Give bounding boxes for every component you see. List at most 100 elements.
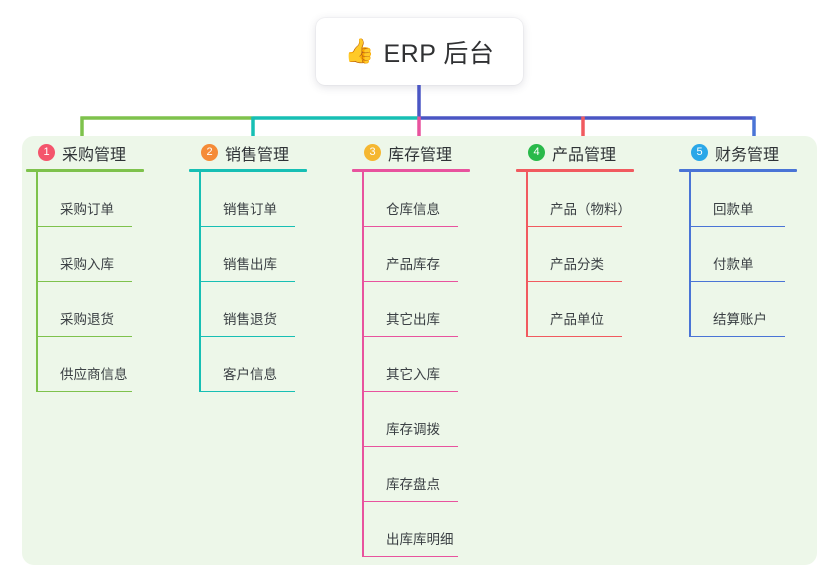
leaf-node[interactable]: 销售出库 (199, 227, 335, 282)
column-title-5: 财务管理 (715, 146, 780, 164)
leaf-node-rule (199, 225, 295, 227)
leaf-node[interactable]: 库存盘点 (362, 447, 498, 502)
leaf-node-label: 采购入库 (60, 257, 114, 272)
leaf-node[interactable]: 采购退货 (36, 282, 172, 337)
leaf-node-label: 产品库存 (386, 257, 440, 272)
leaf-node-rule (526, 225, 622, 227)
column-spine-4 (526, 172, 528, 337)
thumbs-up-emoji: 👍 (344, 37, 375, 65)
leaf-node[interactable]: 供应商信息 (36, 337, 172, 392)
column-header-1[interactable]: 1 采购管理 (22, 136, 172, 169)
leaf-node[interactable]: 其它入库 (362, 337, 498, 392)
column-spine-3 (362, 172, 364, 557)
leaf-node[interactable]: 采购订单 (36, 172, 172, 227)
leaf-node-rule (36, 225, 132, 227)
leaf-node[interactable]: 其它出库 (362, 282, 498, 337)
leaf-node[interactable]: 产品分类 (526, 227, 662, 282)
column-4: 4 产品管理产品（物料） 产品分类产品单位 (512, 136, 662, 337)
column-title-3: 库存管理 (388, 146, 453, 164)
leaf-node[interactable]: 回款单 (689, 172, 825, 227)
column-5: 5 财务管理回款单付款单结算账户 (675, 136, 825, 337)
column-header-rule-1 (26, 169, 144, 172)
column-2: 2 销售管理销售订单销售出库销售退货客户信息 (185, 136, 335, 392)
leaf-node-label: 客户信息 (223, 367, 277, 382)
leaf-node-rule (689, 280, 785, 282)
leaf-node-label: 回款单 (713, 202, 754, 217)
column-spine-1 (36, 172, 38, 392)
leaf-node-label: 销售退货 (223, 312, 277, 327)
leaf-node-label: 仓库信息 (386, 202, 440, 217)
leaf-node-rule (362, 445, 458, 447)
leaf-node[interactable]: 销售订单 (199, 172, 335, 227)
root-node-card[interactable]: 👍 ERP 后台 (316, 18, 523, 85)
column-title-2: 销售管理 (225, 146, 290, 164)
leaf-node-rule (526, 280, 622, 282)
leaf-node-label: 销售订单 (223, 202, 277, 217)
column-header-rule-5 (679, 169, 797, 172)
column-header-rule-4 (516, 169, 634, 172)
column-title-4: 产品管理 (552, 146, 617, 164)
leaf-node-rule (362, 500, 458, 502)
leaf-node[interactable]: 客户信息 (199, 337, 335, 392)
root-node-label: ERP 后台 (383, 39, 495, 68)
leaf-node-rule (362, 225, 458, 227)
leaf-node-rule (689, 225, 785, 227)
leaf-node-rule (36, 335, 132, 337)
column-header-4[interactable]: 4 产品管理 (512, 136, 662, 169)
leaf-node-label: 供应商信息 (60, 367, 128, 382)
leaf-node-rule (36, 390, 132, 392)
leaf-node-label: 产品（物料） (550, 202, 631, 217)
column-header-rule-3 (352, 169, 470, 172)
column-header-3[interactable]: 3 库存管理 (348, 136, 498, 169)
leaf-node[interactable]: 库存调拨 (362, 392, 498, 447)
leaf-node-label: 出库库明细 (386, 532, 454, 547)
leaf-node[interactable]: 仓库信息 (362, 172, 498, 227)
leaf-node-label: 库存盘点 (386, 477, 440, 492)
column-badge-5: 5 (691, 144, 708, 161)
leaf-node-rule (36, 280, 132, 282)
leaf-node-label: 结算账户 (713, 312, 767, 327)
leaf-node-rule (362, 280, 458, 282)
column-3: 3 库存管理仓库信息产品库存其它出库其它入库库存调拨库存盘点出库库明细 (348, 136, 498, 557)
column-items-1: 采购订单采购入库采购退货供应商信息 (36, 172, 172, 392)
leaf-node[interactable]: 产品单位 (526, 282, 662, 337)
column-items-4: 产品（物料） 产品分类产品单位 (526, 172, 662, 337)
leaf-node-rule (689, 335, 785, 337)
leaf-node-rule (526, 335, 622, 337)
leaf-node-rule (199, 280, 295, 282)
leaf-node[interactable]: 产品库存 (362, 227, 498, 282)
leaf-node-label: 采购退货 (60, 312, 114, 327)
column-items-5: 回款单付款单结算账户 (689, 172, 825, 337)
column-items-3: 仓库信息产品库存其它出库其它入库库存调拨库存盘点出库库明细 (362, 172, 498, 557)
column-spine-5 (689, 172, 691, 337)
leaf-node[interactable]: 付款单 (689, 227, 825, 282)
branch-columns: 1 采购管理采购订单采购入库采购退货供应商信息 2 销售管理销售订单销售出库销售退货客… (22, 136, 817, 565)
leaf-node[interactable]: 结算账户 (689, 282, 825, 337)
column-badge-2: 2 (201, 144, 218, 161)
leaf-node-label: 其它出库 (386, 312, 440, 327)
leaf-node-label: 付款单 (713, 257, 754, 272)
column-1: 1 采购管理采购订单采购入库采购退货供应商信息 (22, 136, 172, 392)
column-badge-1: 1 (38, 144, 55, 161)
leaf-node-label: 产品分类 (550, 257, 604, 272)
root-node-content: 👍 ERP 后台 (345, 34, 495, 70)
column-spine-2 (199, 172, 201, 392)
leaf-node-label: 产品单位 (550, 312, 604, 327)
column-title-1: 采购管理 (62, 146, 127, 164)
leaf-node[interactable]: 采购入库 (36, 227, 172, 282)
column-items-2: 销售订单销售出库销售退货客户信息 (199, 172, 335, 392)
leaf-node[interactable]: 销售退货 (199, 282, 335, 337)
leaf-node-rule (362, 335, 458, 337)
leaf-node-label: 销售出库 (223, 257, 277, 272)
leaf-node[interactable]: 出库库明细 (362, 502, 498, 557)
column-header-2[interactable]: 2 销售管理 (185, 136, 335, 169)
column-badge-4: 4 (528, 144, 545, 161)
column-header-rule-2 (189, 169, 307, 172)
column-header-5[interactable]: 5 财务管理 (675, 136, 825, 169)
leaf-node-rule (362, 390, 458, 392)
column-badge-3: 3 (364, 144, 381, 161)
leaf-node-label: 其它入库 (386, 367, 440, 382)
leaf-node-label: 库存调拨 (386, 422, 440, 437)
leaf-node[interactable]: 产品（物料） (526, 172, 662, 227)
